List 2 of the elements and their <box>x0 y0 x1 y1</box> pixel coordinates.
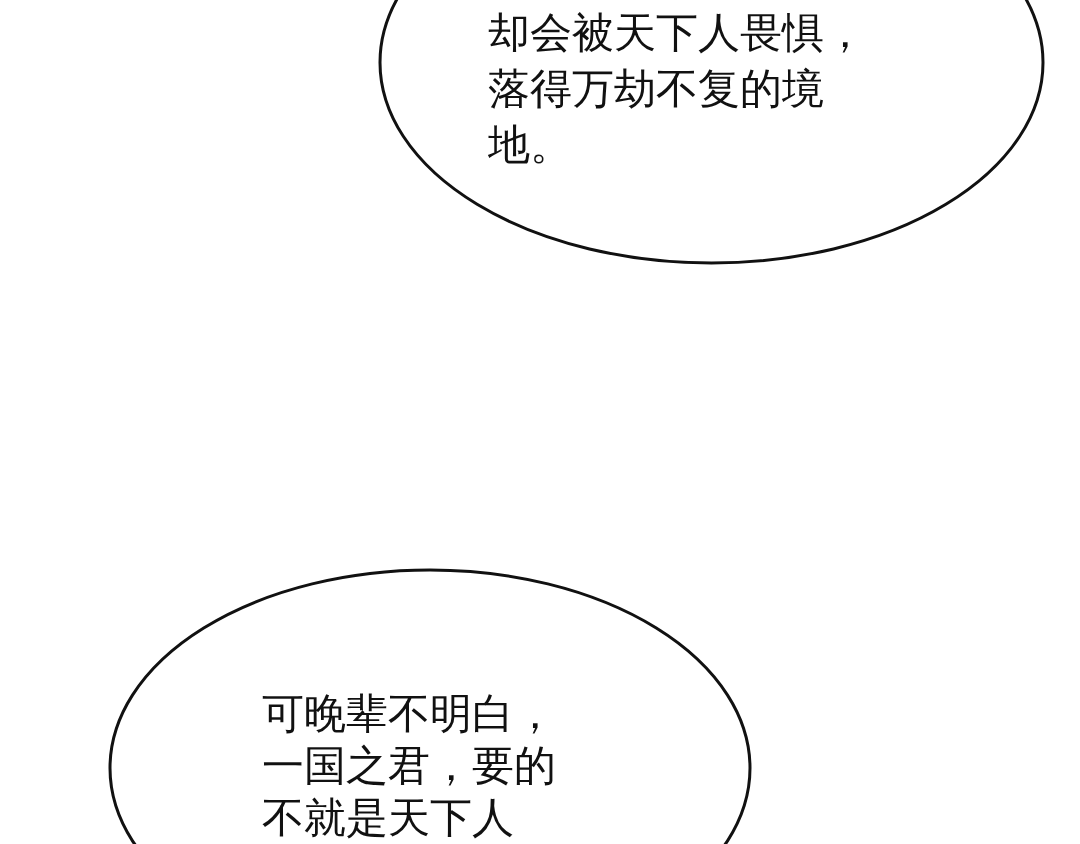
dialogue-text: 可晚辈不明白，一国之君，要的不就是天下人 <box>262 688 557 844</box>
dialogue-text: 却会被天下人畏惧，落得万劫不复的境地。 <box>488 7 867 171</box>
